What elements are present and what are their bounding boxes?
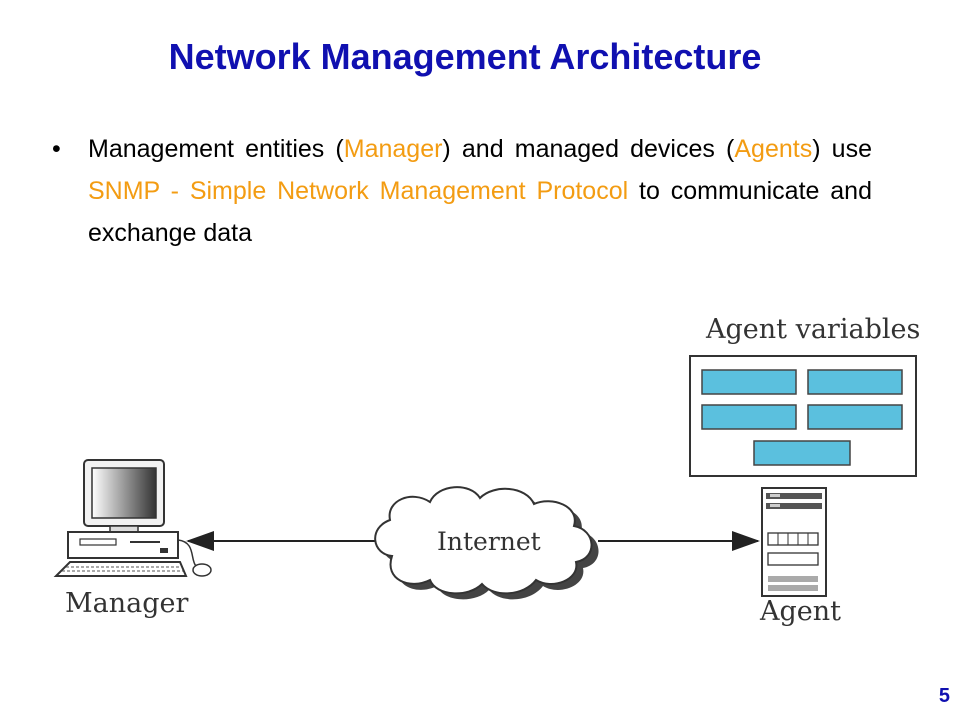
variable-box: [807, 404, 903, 430]
manager-label: Manager: [65, 588, 189, 619]
slide-title: Network Management Architecture: [168, 36, 762, 77]
agent-label: Agent: [760, 596, 841, 627]
agent-variables-label: Agent variables: [706, 314, 921, 345]
bullet-point: • Management entities (Manager) and mana…: [52, 128, 872, 254]
bullet-text: Management entities (Manager) and manage…: [88, 128, 872, 254]
page-number: 5: [938, 685, 950, 707]
text-segment: Management entities (: [88, 135, 344, 163]
bullet-marker: •: [52, 135, 61, 163]
highlight-snmp: SNMP - Simple Network Management Protoco…: [88, 177, 629, 205]
text-segment: to communicate and exchange data: [88, 177, 872, 247]
agent-server-icon: [761, 487, 827, 597]
highlight-agents: Agents: [734, 135, 813, 163]
agent-variables-panel: [689, 355, 917, 477]
variable-box: [701, 369, 797, 395]
variable-box: [753, 440, 851, 466]
highlight-manager: Manager: [343, 135, 443, 163]
variable-box: [807, 369, 903, 395]
text-segment: ) and managed devices (: [442, 135, 735, 163]
variable-box: [701, 404, 797, 430]
internet-label: Internet: [437, 527, 541, 556]
text-segment: ) use: [812, 135, 872, 163]
internet-cloud-icon: [374, 486, 599, 600]
manager-computer-icon: [53, 459, 212, 577]
